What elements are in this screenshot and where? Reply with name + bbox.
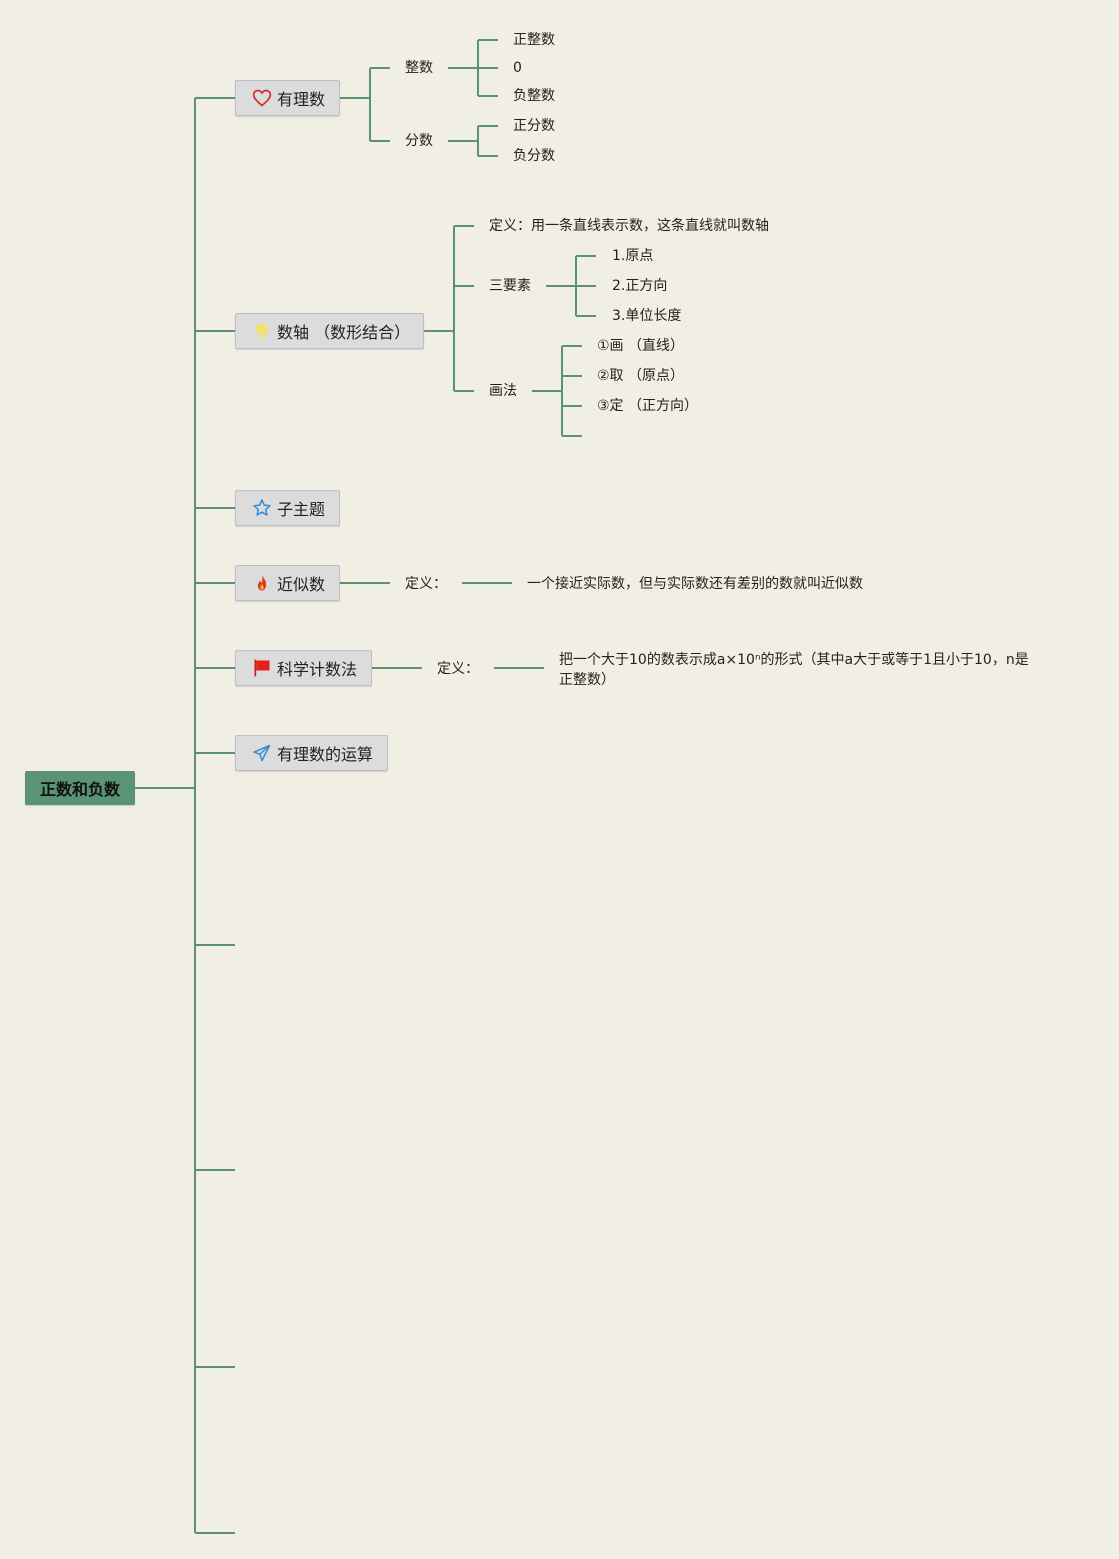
subtopic-integer[interactable]: 整数 [405,60,433,76]
leaf-approx-definition-text[interactable]: 一个接近实际数，但与实际数还有差别的数就叫近似数 [527,576,863,592]
root-node-label: 正数和负数 [39,780,120,799]
heart-icon [252,88,272,108]
leaf-take-origin[interactable]: ②取 （原点） [597,368,685,384]
leaf-positive-direction[interactable]: 2.正方向 [612,278,668,294]
subtopic-scientific-definition[interactable]: 定义： [437,661,479,677]
root-node[interactable]: 正数和负数 [25,771,135,805]
leaf-positive-fraction[interactable]: 正分数 [513,118,555,134]
subtopic-approx-definition[interactable]: 定义： [405,576,447,592]
leaf-scientific-definition-text[interactable]: 把一个大于10的数表示成a×10ⁿ的形式（其中a大于或等于1且小于10，n是正整… [559,652,1029,688]
topic-scientific-notation[interactable]: 科学计数法 [235,650,372,686]
leaf-negative-integer[interactable]: 负整数 [513,88,555,104]
leaf-unit-length[interactable]: 3.单位长度 [612,308,682,324]
leaf-positive-integer[interactable]: 正整数 [513,32,555,48]
subtopic-three-elements[interactable]: 三要素 [489,278,531,294]
subtopic-fraction[interactable]: 分数 [405,133,433,149]
lightbulb-icon [252,321,272,341]
topic-approximate-numbers[interactable]: 近似数 [235,565,340,601]
star-icon [252,498,272,518]
topic-rational-numbers[interactable]: 有理数 [235,80,340,116]
topic-label: 科学计数法 [277,660,358,679]
subtopic-drawing-method[interactable]: 画法 [489,383,517,399]
topic-rational-operations[interactable]: 有理数的运算 [235,735,388,771]
leaf-number-line-definition[interactable]: 定义：用一条直线表示数，这条直线就叫数轴 [489,218,769,234]
topic-subtopic[interactable]: 子主题 [235,490,340,526]
topic-label: 有理数 [277,90,326,109]
leaf-origin[interactable]: 1.原点 [612,248,654,264]
leaf-draw-line[interactable]: ①画 （直线） [597,338,685,354]
topic-label: 数轴 （数形结合） [277,323,411,342]
paper-plane-icon [252,743,272,763]
leaf-zero[interactable]: 0 [513,60,522,76]
topic-label: 近似数 [277,575,326,594]
leaf-negative-fraction[interactable]: 负分数 [513,148,555,164]
topic-number-line[interactable]: 数轴 （数形结合） [235,313,424,349]
topic-label: 子主题 [277,500,326,519]
topic-label: 有理数的运算 [277,745,374,764]
flag-icon [252,658,272,678]
leaf-set-direction[interactable]: ③定 （正方向） [597,398,699,414]
fire-icon [252,573,272,593]
